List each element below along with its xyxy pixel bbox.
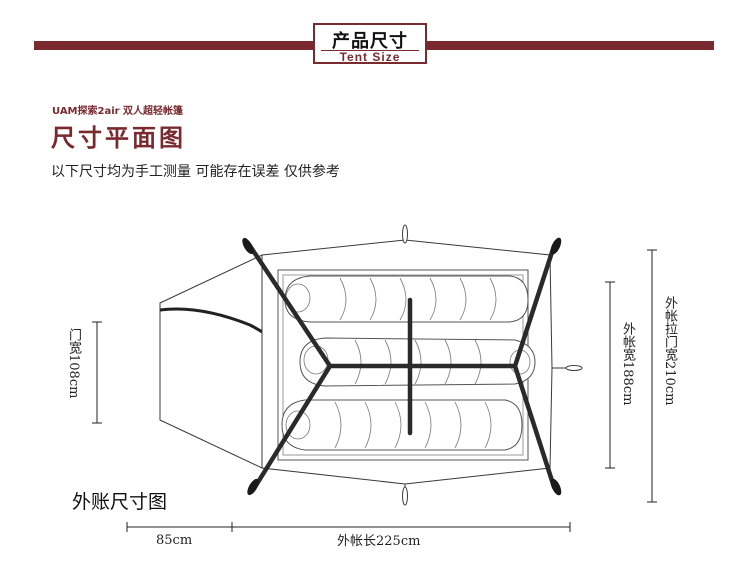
vestibule-length-label: 85cm [156, 533, 193, 548]
door-width-label: 门宽108cm [66, 328, 81, 399]
diagram-caption: 外账尺寸图 [72, 491, 168, 513]
measurement-note: 以下尺寸均为手工测量 可能存在误差 仅供参考 [51, 164, 340, 180]
outer-length-label: 外帐长225cm [337, 534, 421, 549]
outer-pull-door-width-label: 外帐拉门宽210cm [662, 296, 677, 406]
section-title-en: Tent Size [339, 50, 401, 64]
inner-width-label: 外帐宽188cm [620, 322, 635, 406]
section-title: 产品尺寸 [332, 31, 408, 52]
section-title-box: 产品尺寸 Tent Size [313, 23, 427, 64]
product-subtitle: UAM探索2air 双人超轻帐篷 [52, 106, 184, 117]
page-heading: 尺寸平面图 [51, 123, 186, 152]
title-divider [321, 50, 419, 51]
